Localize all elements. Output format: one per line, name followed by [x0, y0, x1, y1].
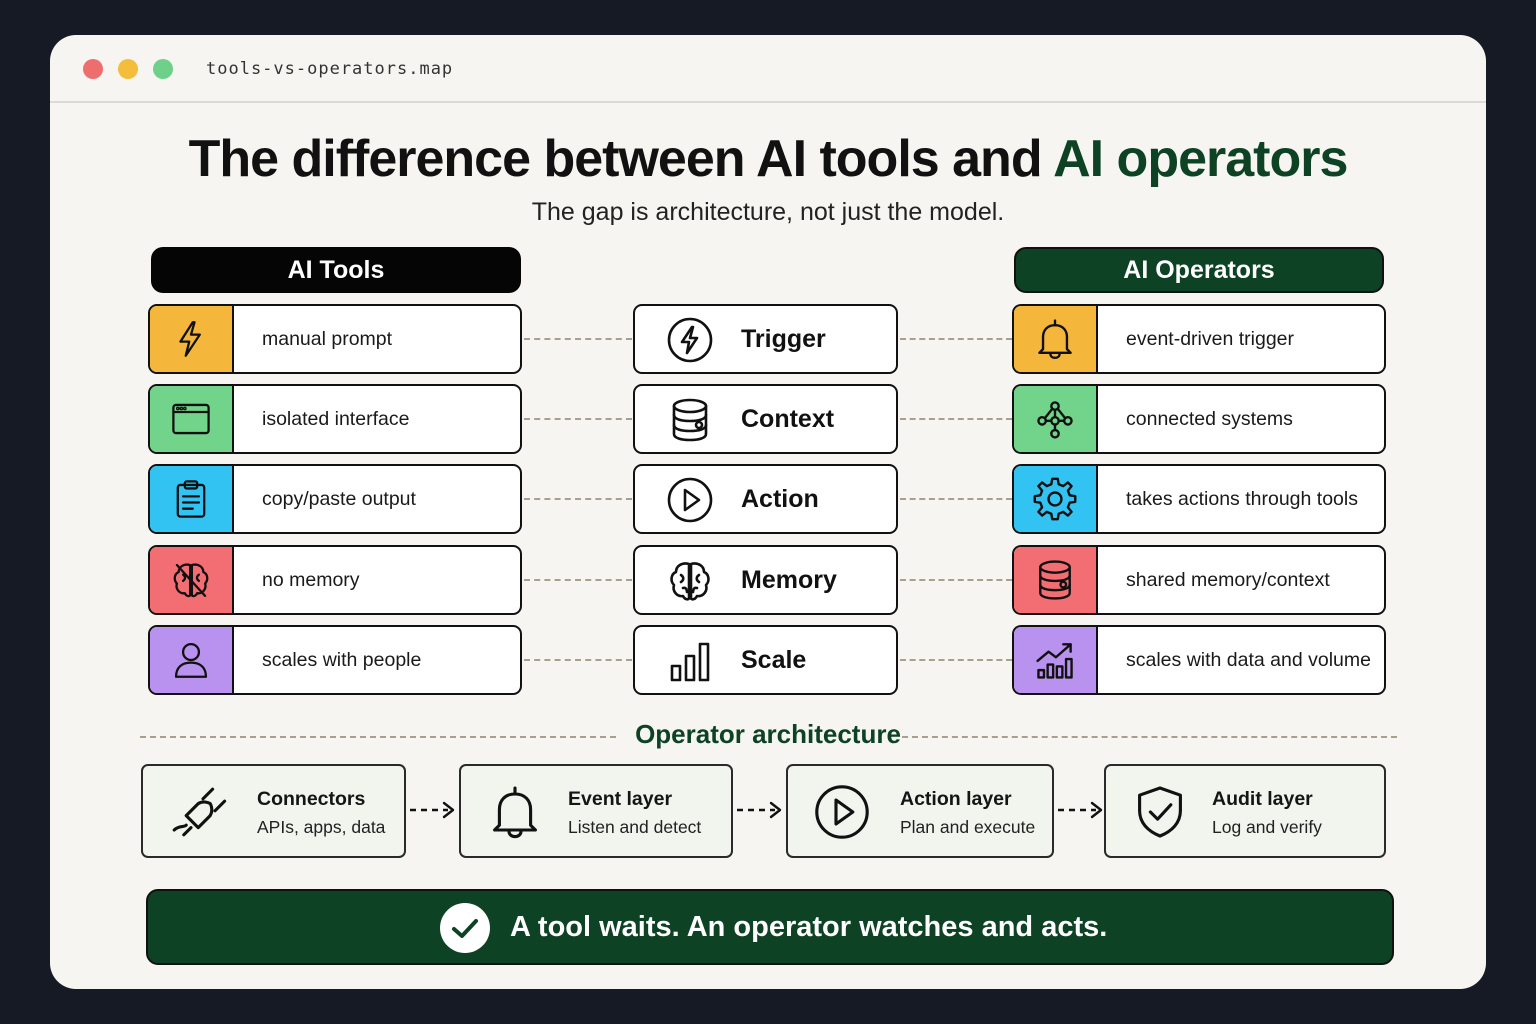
trending-chart-icon	[1014, 627, 1098, 693]
architecture-step-audit-layer: Audit layer Log and verify	[1104, 764, 1386, 858]
network-nodes-icon	[1014, 386, 1098, 452]
lightning-icon	[150, 306, 234, 372]
operator-row-label: scales with data and volume	[1126, 649, 1371, 671]
row-connector-right	[900, 338, 1012, 340]
flow-arrow-icon	[410, 801, 455, 819]
tool-row-label: scales with people	[262, 649, 422, 671]
row-connector-right	[900, 418, 1012, 420]
row-connector-left	[524, 659, 632, 661]
operator-row-action: takes actions through tools	[1012, 464, 1386, 534]
architecture-title: Operator architecture	[635, 719, 901, 749]
maximize-window-button[interactable]	[153, 59, 173, 79]
clipboard-icon	[150, 466, 234, 532]
app-window: tools-vs-operators.map The difference be…	[50, 35, 1486, 989]
title-bar: tools-vs-operators.map	[50, 35, 1486, 103]
operator-row-scale: scales with data and volume	[1012, 625, 1386, 695]
dimension-scale: Scale	[633, 625, 898, 695]
operator-row-memory: shared memory/context	[1012, 545, 1386, 615]
page-subtitle: The gap is architecture, not just the mo…	[531, 198, 1005, 226]
step-name: Event layer	[568, 788, 673, 810]
step-name: Connectors	[257, 788, 366, 810]
check-circle-icon	[440, 903, 490, 953]
step-description: Listen and detect	[568, 817, 702, 837]
ai-operators-header: AI Operators	[1014, 247, 1384, 293]
minimize-window-button[interactable]	[118, 59, 138, 79]
tool-row-context: isolated interface	[148, 384, 522, 454]
bell-icon	[1014, 306, 1098, 372]
ai-tools-header: AI Tools	[151, 247, 521, 293]
lightning-circle-icon	[665, 315, 715, 365]
operator-row-label: event-driven trigger	[1126, 328, 1294, 350]
gear-icon	[1014, 466, 1098, 532]
dimension-trigger: Trigger	[633, 304, 898, 374]
browser-window-icon	[150, 386, 234, 452]
architecture-step-connectors: Connectors APIs, apps, data	[141, 764, 406, 858]
brain-crossed-icon	[150, 547, 234, 613]
row-connector-left	[524, 579, 632, 581]
summary-banner: A tool waits. An operator watches and ac…	[146, 889, 1394, 965]
play-circle-icon	[665, 475, 715, 525]
dimension-action: Action	[633, 464, 898, 534]
tool-row-memory: no memory	[148, 545, 522, 615]
step-name: Audit layer	[1212, 788, 1313, 810]
tool-row-label: manual prompt	[262, 328, 393, 350]
row-connector-right	[900, 659, 1012, 661]
banner-text: A tool waits. An operator watches and ac…	[510, 911, 1108, 943]
database-icon	[665, 395, 715, 445]
close-window-button[interactable]	[83, 59, 103, 79]
row-connector-right	[900, 579, 1012, 581]
flow-arrow-icon	[737, 801, 782, 819]
row-connector-left	[524, 338, 632, 340]
tool-row-trigger: manual prompt	[148, 304, 522, 374]
row-connector-left	[524, 418, 632, 420]
window-filename: tools-vs-operators.map	[206, 59, 454, 79]
tool-row-label: isolated interface	[262, 408, 410, 430]
step-description: Plan and execute	[900, 817, 1036, 837]
page-title: The difference between AI tools and AI o…	[50, 129, 1486, 189]
architecture-step-event-layer: Event layer Listen and detect	[459, 764, 733, 858]
brain-icon	[665, 556, 715, 606]
plug-icon	[167, 782, 227, 842]
tool-row-label: copy/paste output	[262, 488, 416, 510]
flow-arrow-icon	[1058, 801, 1103, 819]
tool-row-label: no memory	[262, 569, 360, 591]
dimension-memory: Memory	[633, 545, 898, 615]
person-icon	[150, 627, 234, 693]
operator-row-label: connected systems	[1126, 408, 1293, 430]
dimension-label: Action	[741, 485, 819, 513]
dimension-label: Trigger	[741, 325, 826, 353]
database-icon	[1014, 547, 1098, 613]
row-connector-left	[524, 498, 632, 500]
row-connector-right	[900, 498, 1012, 500]
architecture-divider-right	[902, 736, 1397, 738]
architecture-divider-left	[140, 736, 616, 738]
dimension-label: Memory	[741, 566, 837, 594]
dimension-label: Scale	[741, 646, 807, 674]
title-main: The difference between AI tools and	[188, 130, 1054, 188]
tool-row-action: copy/paste output	[148, 464, 522, 534]
operator-row-context: connected systems	[1012, 384, 1386, 454]
architecture-step-action-layer: Action layer Plan and execute	[786, 764, 1054, 858]
title-accent: AI operators	[1053, 130, 1348, 188]
dimension-context: Context	[633, 384, 898, 454]
operator-row-label: shared memory/context	[1126, 569, 1330, 591]
tool-row-scale: scales with people	[148, 625, 522, 695]
bell-icon	[485, 782, 545, 842]
bar-chart-icon	[665, 636, 715, 686]
step-description: Log and verify	[1212, 817, 1322, 837]
step-description: APIs, apps, data	[257, 817, 386, 837]
dimension-label: Context	[741, 405, 835, 433]
step-name: Action layer	[900, 788, 1012, 810]
operator-row-trigger: event-driven trigger	[1012, 304, 1386, 374]
shield-check-icon	[1130, 782, 1190, 842]
play-circle-icon	[812, 782, 872, 842]
operator-row-label: takes actions through tools	[1126, 488, 1358, 510]
